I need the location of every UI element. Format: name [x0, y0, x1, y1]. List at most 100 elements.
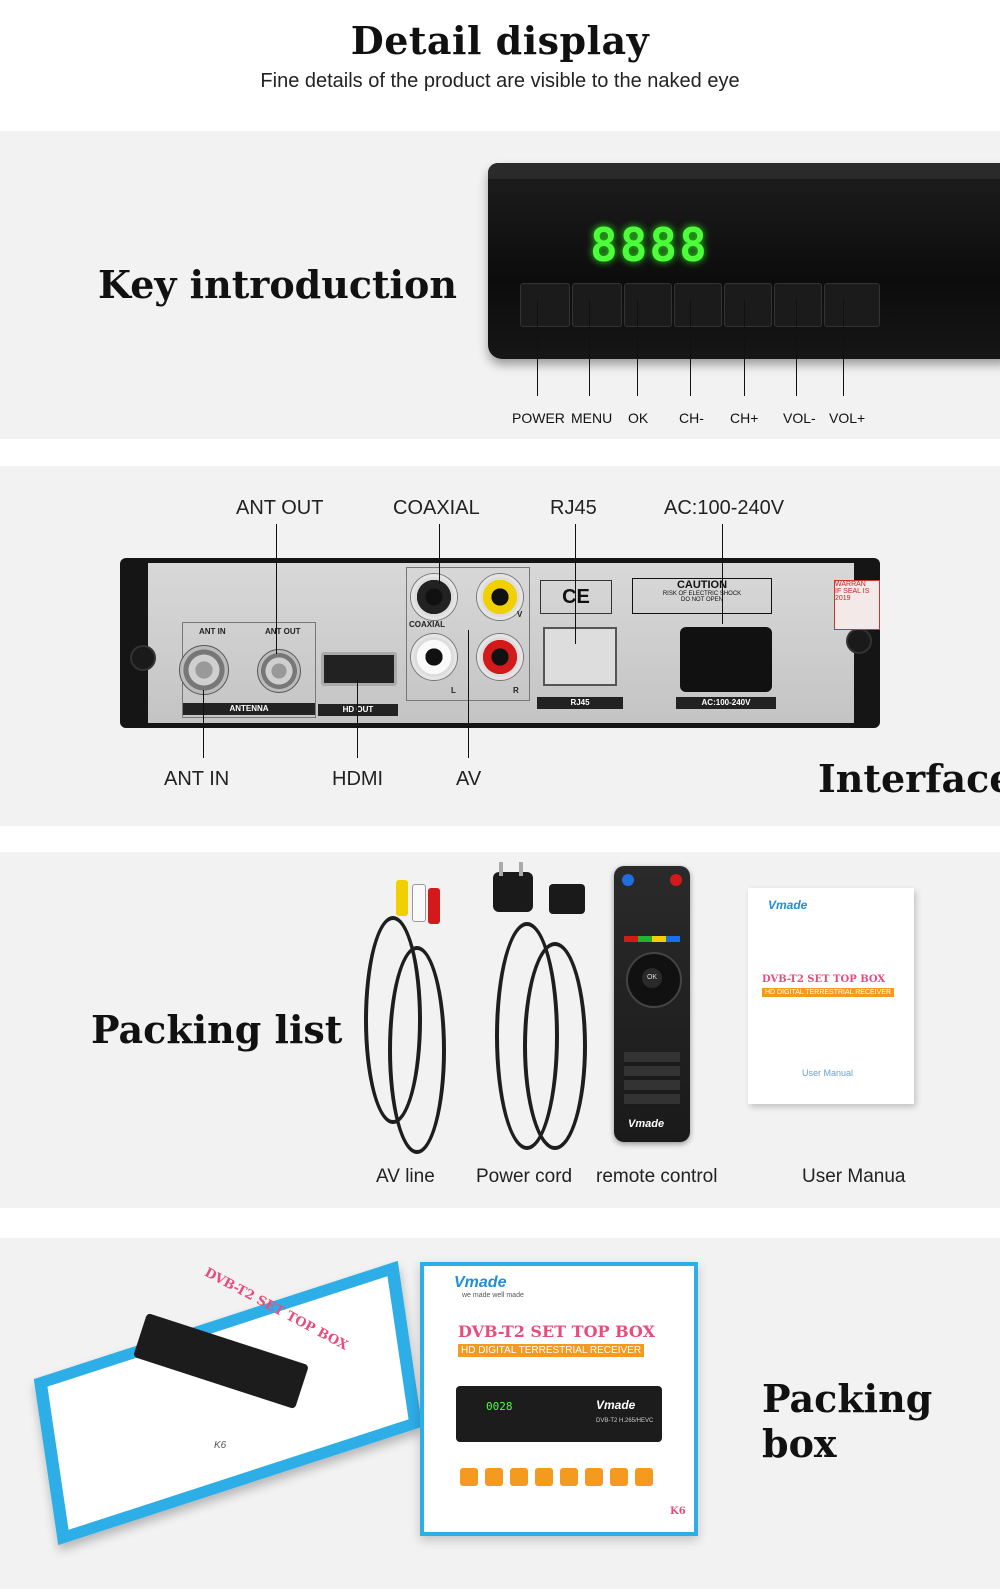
iface-label-rj45: RJ45	[550, 497, 597, 519]
coaxial-port	[411, 574, 457, 620]
caution-title: CAUTION	[676, 579, 728, 591]
manual-brand: Vmade	[768, 898, 808, 912]
vol-minus-key	[774, 283, 822, 327]
box-front-subtitle: HD DIGITAL TERRESTRIAL RECEIVER	[458, 1344, 645, 1357]
box-front-device: 0028 Vmade DVB-T2 H.265/HEVC	[456, 1386, 662, 1442]
cord-coil-right	[523, 942, 587, 1150]
seal-text: IF SEAL IS	[835, 588, 870, 595]
remote-power-button	[670, 874, 682, 886]
antenna-panel-label: ANTENNA	[183, 703, 315, 715]
menu-leader-line	[589, 300, 590, 396]
box-3d-model: K6	[214, 1440, 227, 1451]
ac-leader-line	[722, 524, 723, 624]
ok-leader-line	[637, 300, 638, 396]
page-subtitle: Fine details of the product are visible …	[260, 70, 740, 92]
ac-panel-label: AC:100-240V	[676, 697, 776, 709]
ant-out-leader-line	[276, 524, 277, 654]
youtube-icon	[535, 1468, 553, 1486]
hd-out-panel-label: HD OUT	[318, 704, 398, 716]
item-label-remote-control: remote control	[596, 1166, 718, 1187]
box-front-brand: Vmade	[454, 1274, 507, 1291]
device-top-edge	[488, 163, 1000, 179]
iec-connector	[549, 884, 585, 914]
eu-plug	[493, 872, 533, 912]
dolby-icon	[610, 1468, 628, 1486]
r-panel-label: R	[513, 686, 519, 695]
audio-left-port	[411, 634, 457, 680]
coaxial-panel-label: COAXIAL	[409, 620, 445, 629]
remote-color-keys	[624, 936, 680, 942]
packing-box-3d-image: Vmade DVB-T2 SET TOP BOX K6	[33, 1260, 423, 1546]
screw-right	[846, 628, 872, 654]
audio-right-port	[477, 634, 523, 680]
item-label-user-manual: User Manua	[802, 1166, 906, 1187]
manual-title: DVB-T2 SET TOP BOX	[762, 974, 886, 985]
caution-sub2: DO NOT OPEN	[681, 597, 723, 603]
l-panel-label: L	[451, 686, 456, 695]
box-front-display: 0028	[486, 1400, 513, 1413]
key-label-menu: MENU	[571, 410, 613, 426]
iface-label-hdmi: HDMI	[332, 768, 384, 790]
remote-blue-button	[622, 874, 634, 886]
power-socket	[680, 627, 772, 692]
packing-box-front-image: Vmade we made well made DVB-T2 SET TOP B…	[420, 1262, 698, 1536]
box-front-device-brand: Vmade	[596, 1398, 636, 1412]
page-title: Detail display	[350, 18, 650, 63]
key-label-ch-minus: CH-	[679, 410, 704, 426]
remote-dpad	[626, 952, 682, 1008]
ok-key	[624, 283, 672, 327]
coaxial-leader-line	[439, 524, 440, 584]
remote-brand: Vmade	[628, 1118, 665, 1130]
user-manual-image: Vmade DVB-T2 SET TOP BOX HD DIGITAL TERR…	[748, 888, 914, 1104]
vol-plus-key	[824, 283, 880, 327]
vol-minus-leader-line	[796, 300, 797, 396]
box-front-feature-icons	[460, 1468, 660, 1491]
power-cord-image	[485, 862, 595, 1156]
key-label-vol-minus: VOL-	[783, 410, 816, 426]
key-label-ok: OK	[628, 410, 649, 426]
full-hd-icon	[635, 1468, 653, 1486]
box-top-face	[33, 1260, 423, 1546]
av-block: COAXIAL V L R	[406, 567, 530, 701]
ant-out-panel-label: ANT OUT	[265, 627, 301, 636]
item-label-av-line: AV line	[376, 1166, 435, 1187]
cable-coil-right	[388, 946, 446, 1154]
hdmi-block: HD OUT	[318, 640, 398, 716]
iptv-icon	[560, 1468, 578, 1486]
warranty-sticker: WARRAN IF SEAL IS 2019	[834, 580, 880, 630]
menu-key	[572, 283, 622, 327]
box-front-model: K6	[670, 1506, 686, 1517]
rj45-port	[543, 627, 617, 686]
manual-subtitle: HD DIGITAL TERRESTRIAL RECEIVER	[762, 988, 895, 997]
box-front-title: DVB-T2 SET TOP BOX	[458, 1322, 655, 1341]
iface-label-coaxial: COAXIAL	[393, 497, 480, 519]
rj45-panel-label: RJ45	[537, 697, 623, 709]
vol-plus-leader-line	[843, 300, 844, 396]
key-intro-title: Key introduction	[98, 262, 457, 307]
remote-number-pad	[624, 1052, 680, 1108]
ant-in-connector	[179, 645, 229, 695]
av-leader-line	[468, 630, 469, 758]
warranty-text: WARRAN	[835, 581, 866, 588]
year-text: 2019	[835, 595, 851, 602]
remote-ok-button: OK	[642, 968, 662, 988]
red-plug	[428, 888, 440, 924]
packing-box-title: Packing box	[762, 1376, 933, 1466]
key-label-vol-plus: VOL+	[829, 410, 866, 426]
key-label-ch-plus: CH+	[730, 410, 759, 426]
av-cable-image	[358, 876, 468, 1156]
box-front-device-text: DVB-T2 H.265/HEVC	[596, 1418, 654, 1424]
box-front-tagline: we made well made	[462, 1292, 524, 1299]
remote-control-image: OK Vmade	[614, 866, 690, 1142]
rj45-icon	[485, 1468, 503, 1486]
ant-in-panel-label: ANT IN	[199, 627, 226, 636]
rj45-block: RJ45	[537, 625, 623, 717]
iface-label-ac: AC:100-240V	[664, 497, 785, 519]
interface-title: Interface	[818, 756, 1000, 801]
power-leader-line	[537, 300, 538, 396]
screw-left	[130, 645, 156, 671]
caution-sub: RISK OF ELECTRIC SHOCK	[662, 591, 742, 597]
wifi-icon	[510, 1468, 528, 1486]
manual-footer: User Manual	[802, 1068, 854, 1078]
hdmi-port	[321, 652, 397, 686]
